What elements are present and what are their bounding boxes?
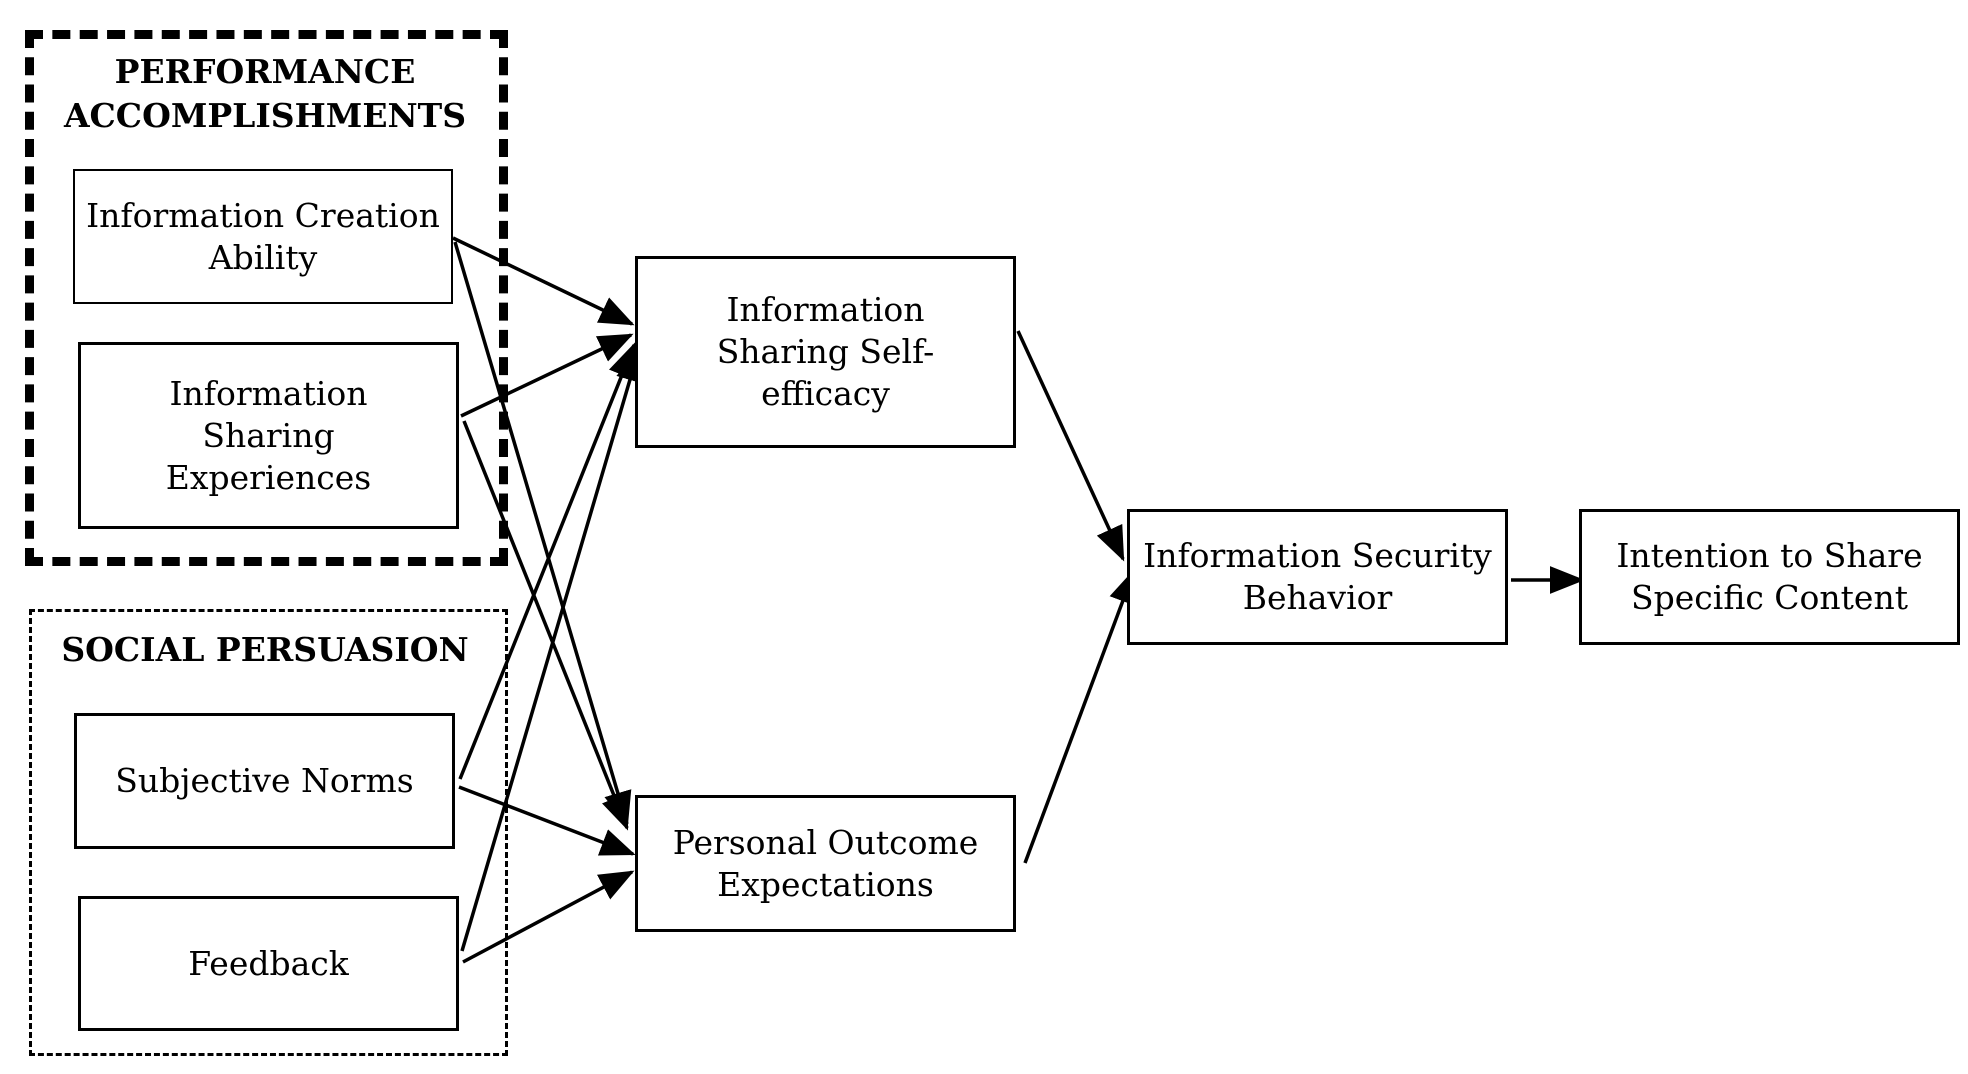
group-title-social-persuasion: SOCIAL PERSUASION	[61, 630, 469, 669]
node-personal-outcome-expectations: Personal Outcome Expectations	[635, 795, 1016, 932]
edge-poe-to-isb	[1023, 568, 1136, 864]
node-label: Feedback	[188, 943, 349, 983]
group-title-performance-accomplishments: PERFORMANCE ACCOMPLISHMENTS	[63, 52, 467, 135]
node-label: Information Sharing Self-efficacy	[716, 290, 935, 413]
node-information-security-behavior: Information Security Behavior	[1127, 509, 1508, 645]
node-intention-to-share-specific-content: Intention to Share Specific Content	[1579, 509, 1960, 645]
node-label: Information Creation Ability	[86, 195, 440, 277]
node-information-creation-ability: Information Creation Ability	[73, 169, 453, 304]
node-subjective-norms: Subjective Norms	[74, 713, 455, 849]
node-feedback: Feedback	[78, 896, 459, 1031]
edge-isse-to-isb	[1016, 330, 1125, 562]
node-label: Information Sharing Experiences	[165, 373, 372, 497]
node-label: Subjective Norms	[115, 761, 414, 800]
node-label: Intention to Share Specific Content	[1616, 536, 1923, 617]
node-label: Information Security Behavior	[1143, 536, 1492, 617]
node-information-sharing-experiences: Information Sharing Experiences	[78, 342, 459, 529]
node-information-sharing-self-efficacy: Information Sharing Self-efficacy	[635, 256, 1016, 448]
node-label: Personal Outcome Expectations	[672, 822, 979, 904]
